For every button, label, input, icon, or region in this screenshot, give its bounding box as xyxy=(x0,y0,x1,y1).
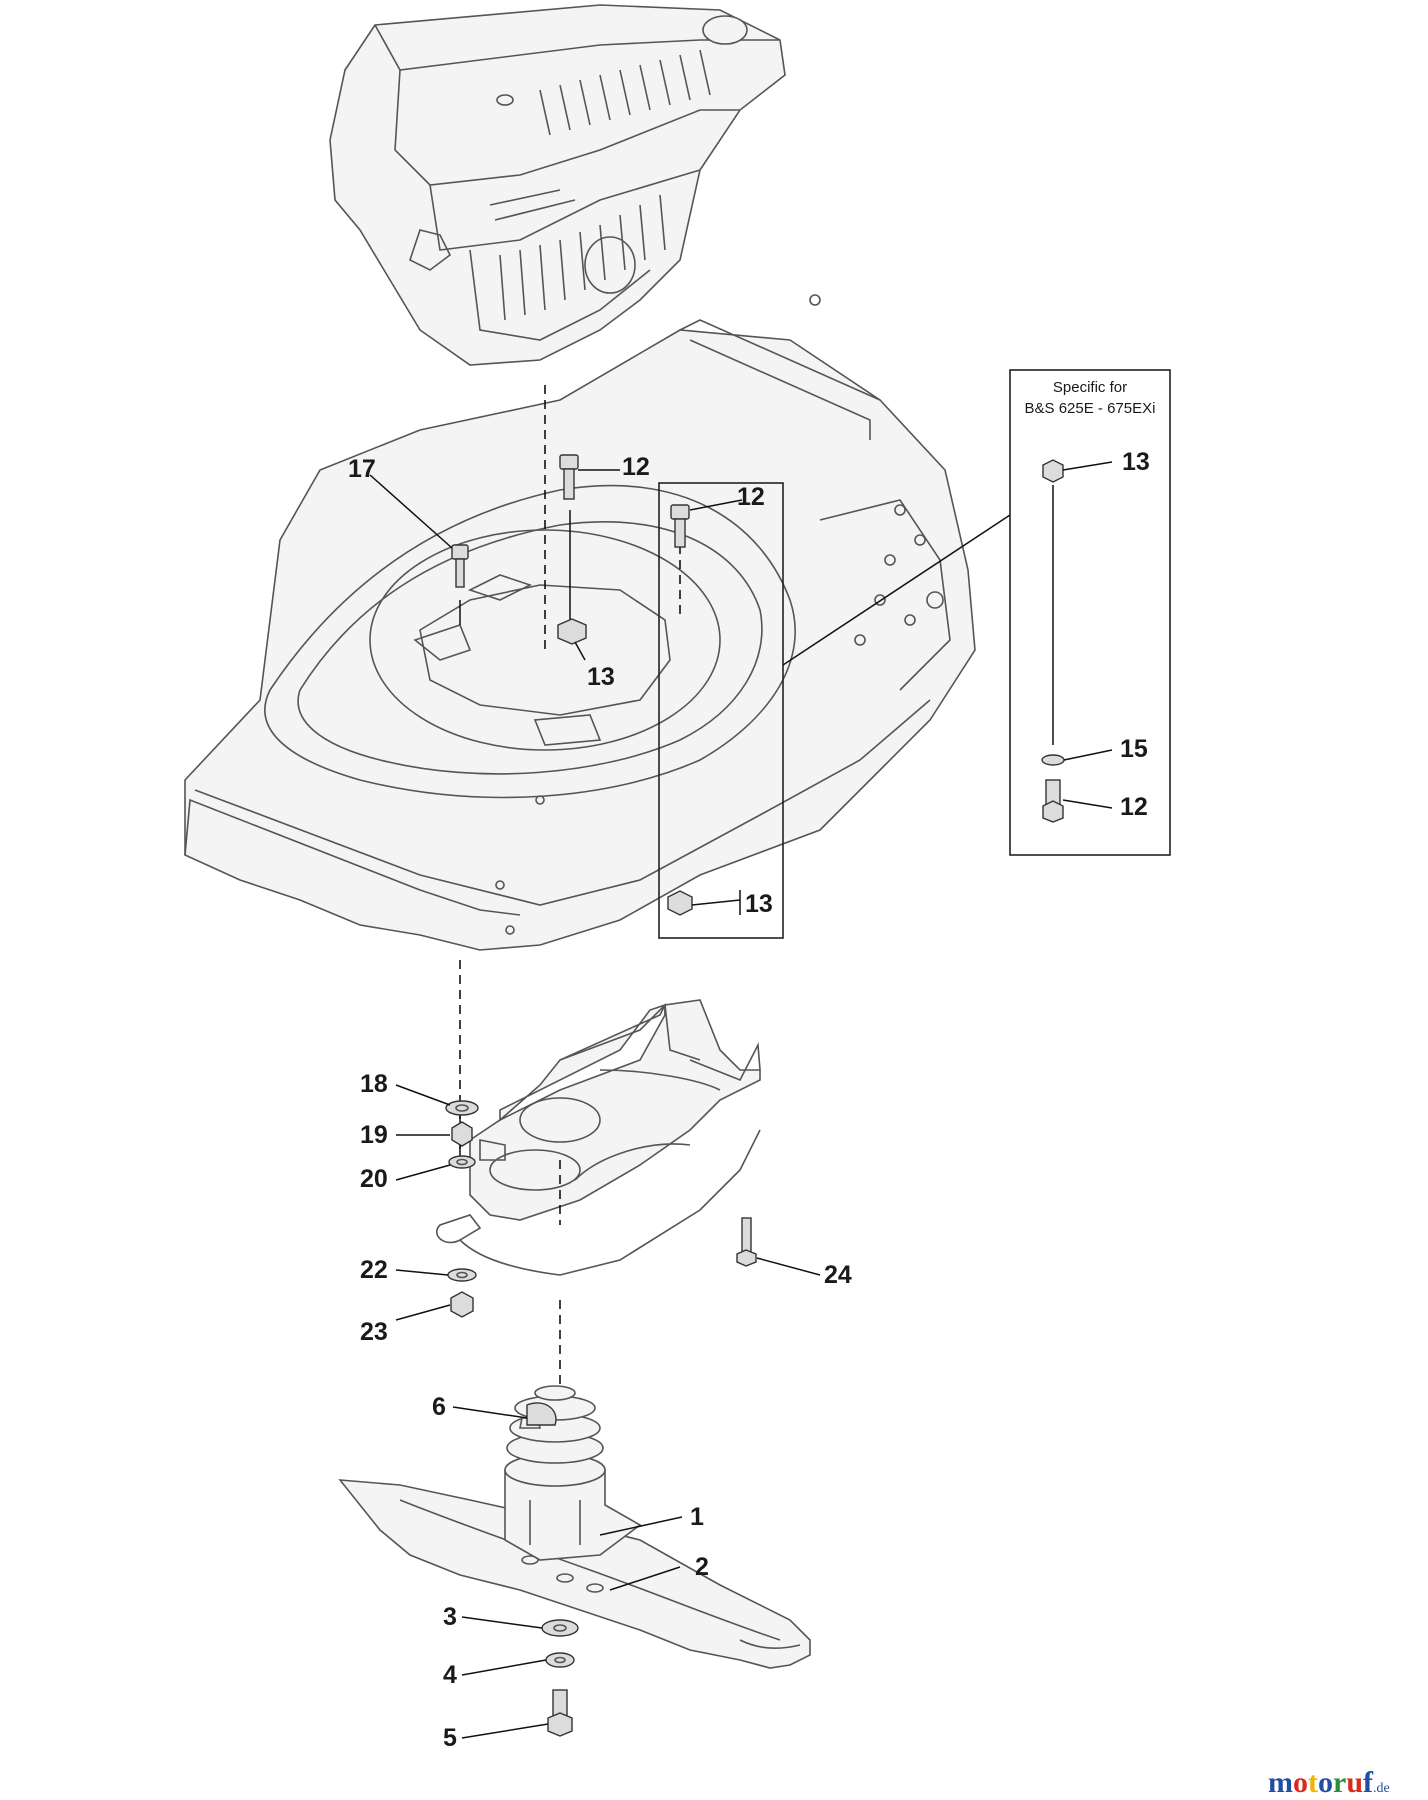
callout-13-inset: 13 xyxy=(1122,448,1150,476)
nut-23 xyxy=(450,1291,474,1318)
callout-15-inset: 15 xyxy=(1120,735,1148,763)
nut-13 xyxy=(557,618,587,645)
callout-6: 6 xyxy=(432,1393,446,1421)
nut-13-box xyxy=(667,890,693,916)
blade-drawing xyxy=(338,1385,811,1669)
nut-19 xyxy=(451,1121,473,1147)
callout-23: 23 xyxy=(360,1318,388,1346)
washer-3 xyxy=(541,1619,579,1637)
inset-note-line2: B&S 625E - 675EXi xyxy=(1025,400,1156,417)
callout-leaders xyxy=(369,461,1113,1739)
callout-12-deck: 12 xyxy=(622,453,650,481)
callout-2: 2 xyxy=(695,1553,709,1581)
callout-13-box: 13 xyxy=(745,890,773,918)
bolt-12-head xyxy=(559,454,579,470)
callout-19: 19 xyxy=(360,1121,388,1149)
callout-13-deck: 13 xyxy=(587,663,615,691)
inset-connector xyxy=(782,514,1011,666)
watermark-letter: t xyxy=(1308,1766,1318,1799)
baffle-drawing xyxy=(436,999,761,1276)
washer-22 xyxy=(447,1268,477,1282)
callout-3: 3 xyxy=(443,1603,457,1631)
callout-4: 4 xyxy=(443,1661,457,1689)
washer-15-inset xyxy=(1041,754,1065,766)
bolt-17-shank xyxy=(455,558,465,588)
watermark-logo: motoruf.de xyxy=(1268,1766,1390,1799)
watermark-letter: m xyxy=(1268,1766,1293,1799)
callout-labels: 17 12 13 12 13 13 15 12 18 19 20 22 23 2… xyxy=(348,448,1150,1752)
screw-24-shank xyxy=(741,1217,752,1255)
callout-1: 1 xyxy=(690,1503,704,1531)
bolt-12-inset-head xyxy=(1042,800,1064,823)
watermark-letter: f xyxy=(1363,1766,1374,1799)
engine-drawing xyxy=(329,4,786,366)
key-6 xyxy=(526,1402,557,1426)
watermark-letter: r xyxy=(1333,1766,1346,1799)
bolt-5-head xyxy=(547,1712,573,1737)
inset-box xyxy=(1009,369,1171,856)
callout-5: 5 xyxy=(443,1724,457,1752)
callout-18: 18 xyxy=(360,1070,388,1098)
callout-12-inset: 12 xyxy=(1120,793,1148,821)
nut-13-inset xyxy=(1042,459,1064,483)
bolt-17-head xyxy=(451,544,469,560)
watermark-brand: motoruf xyxy=(1268,1766,1374,1799)
washer-20 xyxy=(448,1155,476,1169)
bolt-12-box-shank xyxy=(674,518,686,548)
washer-18 xyxy=(445,1100,479,1116)
detail-box xyxy=(658,482,784,939)
watermark-letter: o xyxy=(1293,1766,1308,1799)
inset-note-line1: Specific for xyxy=(1053,379,1127,396)
callout-12-box: 12 xyxy=(737,483,765,511)
hardware-parts xyxy=(445,454,1065,1737)
washer-4 xyxy=(545,1652,575,1668)
callout-17: 17 xyxy=(348,455,376,483)
callout-20: 20 xyxy=(360,1165,388,1193)
callout-24: 24 xyxy=(824,1261,852,1289)
bolt-12-box-head xyxy=(670,504,690,520)
screw-24-head xyxy=(736,1249,757,1267)
callout-22: 22 xyxy=(360,1256,388,1284)
bolt-12-shank xyxy=(563,468,575,500)
watermark-letter: u xyxy=(1346,1766,1363,1799)
watermark-suffix: .de xyxy=(1373,1781,1390,1796)
watermark-letter: o xyxy=(1318,1766,1333,1799)
